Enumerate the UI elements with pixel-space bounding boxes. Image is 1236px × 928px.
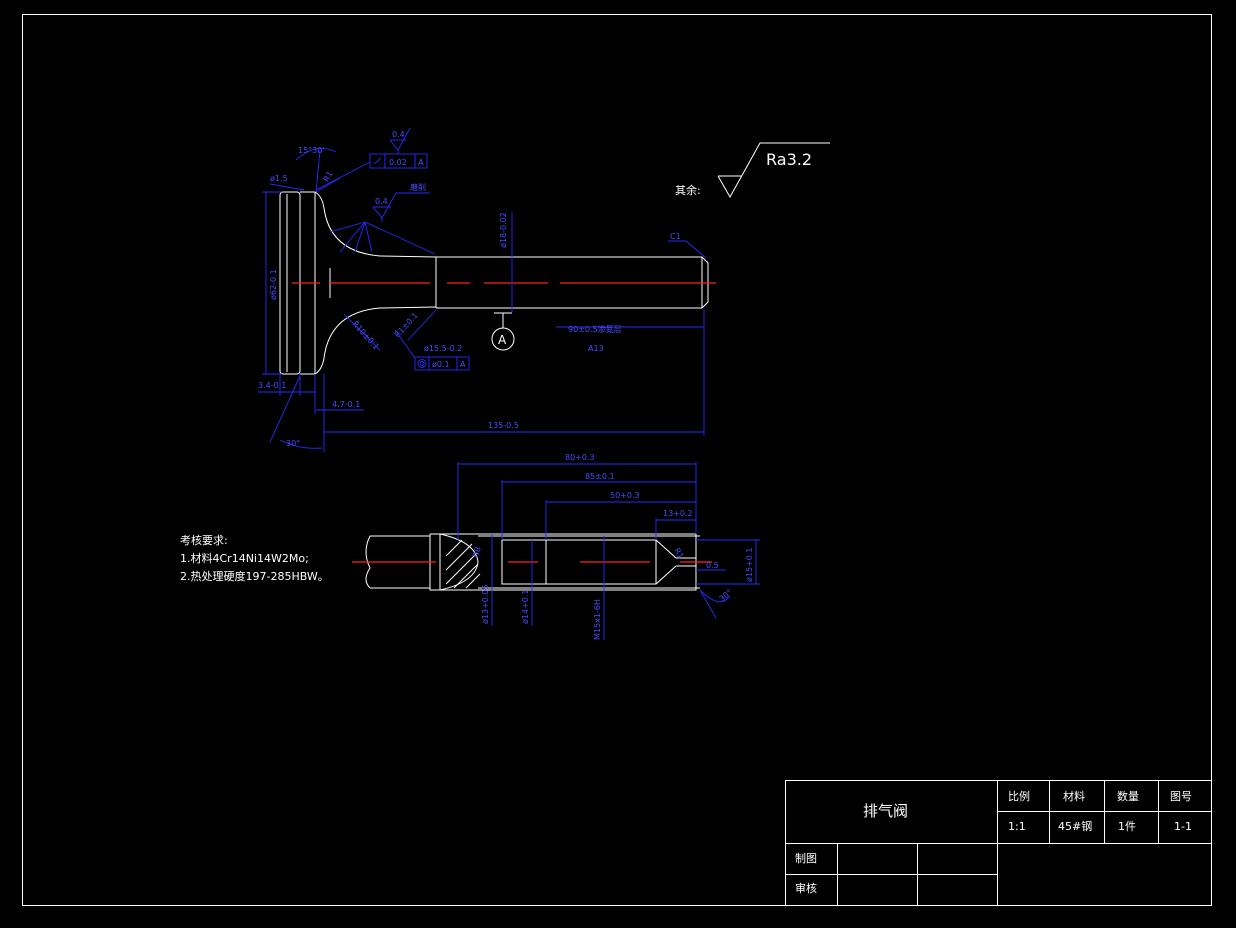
tol-flat-datum: A: [418, 158, 424, 167]
dim-r-small: R1±0.1: [393, 311, 420, 339]
dim-sec-dia-13: ø13+0.05: [481, 584, 490, 624]
main-view-dimensions: 15°30' ø1.5 R1 0.02 A 0.4 0.4 磨削 ø62-0.1: [258, 127, 707, 452]
dim-dia-stem: ø18-0.02: [499, 212, 508, 248]
dim-angle-top: 15°30': [298, 146, 325, 155]
dim-len-13: 13+0.2: [663, 509, 693, 518]
tol-coax-datum: A: [460, 360, 466, 369]
dim-sec-thread: M15x1-6H: [593, 599, 602, 640]
value-material: 45#钢: [1058, 820, 1092, 833]
rough-mid-note: 磨削: [410, 182, 426, 192]
tol-coax-value: ø0.1: [432, 360, 450, 369]
header-scale: 比例: [1008, 789, 1030, 803]
surface-finish-symbol: Ra3.2 其余:: [675, 142, 830, 199]
dim-total-len: 135-0.5: [488, 421, 519, 430]
valve-main-view: [279, 191, 716, 375]
dim-r-fillet: R10±0.1: [351, 319, 381, 351]
value-scale: 1:1: [1008, 820, 1026, 833]
tol-flat-value: 0.02: [389, 158, 407, 167]
dim-len-90-sub: A13: [588, 344, 604, 353]
dim-sec-dia-14: ø14+0.1: [521, 590, 530, 625]
surface-finish-value: Ra3.2: [766, 150, 812, 169]
notes-item-1: 1.材料4Cr14Ni14W2Mo;: [180, 551, 309, 565]
notes-title: 考核要求:: [180, 533, 228, 547]
dim-angle-bottom: 30°: [286, 439, 300, 448]
dim-dia-head: ø62-0.1: [269, 269, 278, 300]
dim-chamfer: C1: [670, 232, 681, 241]
datum-a-label: A: [498, 333, 507, 347]
part-name: 排气阀: [863, 802, 908, 820]
row-drafter: 制图: [795, 852, 817, 865]
dim-dia-neck: ø15.5-0.2: [424, 344, 462, 353]
value-drawing-no: 1-1: [1174, 820, 1192, 833]
value-quantity: 1件: [1118, 820, 1136, 833]
section-view-dimensions: 80+0.3 85±0.1 50+0.3 13+0.2 ø15+0.1 0.5 …: [457, 453, 760, 640]
dim-len-85: 85±0.1: [585, 472, 615, 481]
surface-finish-label: 其余:: [675, 183, 701, 197]
header-material: 材料: [1063, 789, 1085, 803]
dim-thk-34: 3.4-0.1: [258, 381, 286, 390]
dim-sec-angle: 30°: [718, 588, 735, 604]
dim-dia-1-5: ø1.5: [270, 174, 288, 183]
notes-item-2: 2.热处理硬度197-285HBW。: [180, 569, 329, 583]
header-drawing-no: 图号: [1170, 790, 1192, 803]
dim-len-80: 80+0.3: [565, 453, 595, 462]
drawing-border: [22, 14, 1212, 906]
title-block: 排气阀 比例 材料 数量 图号 1:1 45#钢 1件 1-1 制图 审核: [785, 780, 1212, 906]
header-quantity: 数量: [1117, 790, 1139, 803]
rough-04-mid: 0.4: [375, 197, 388, 206]
technical-notes: 考核要求: 1.材料4Cr14Ni14W2Mo; 2.热处理硬度197-285H…: [180, 533, 329, 583]
dim-len-90: 90±0.5渗氮层: [568, 324, 622, 334]
dim-thk-47: 4.7-0.1: [332, 400, 360, 409]
dim-sec-05: 0.5: [706, 561, 719, 570]
dim-len-50: 50+0.3: [610, 491, 640, 500]
rough-04-top: 0.4: [392, 130, 405, 139]
row-reviewer: 审核: [795, 881, 817, 895]
dim-sec-dia-15: ø15+0.1: [745, 548, 754, 583]
dim-sec-r8: R8: [471, 546, 482, 559]
